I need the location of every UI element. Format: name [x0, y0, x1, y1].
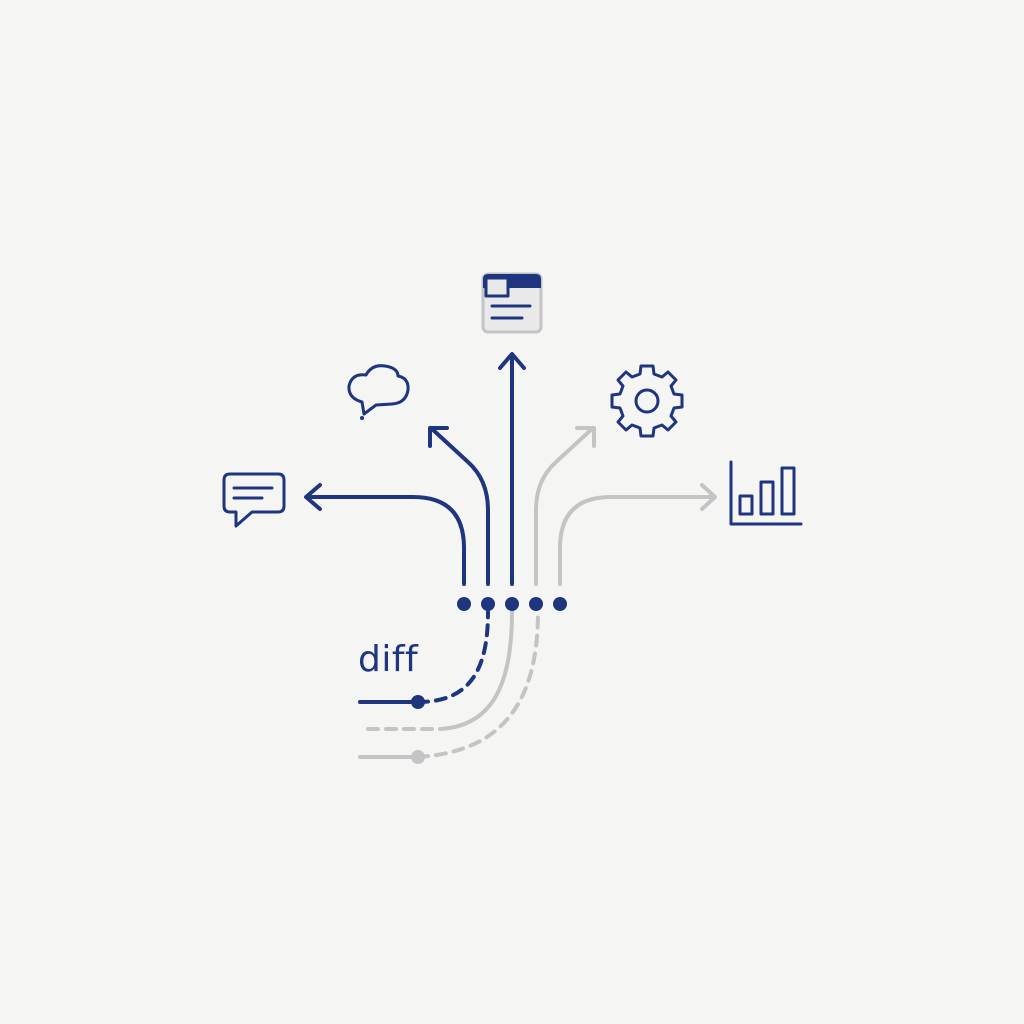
document-window-icon: [481, 272, 543, 334]
incoming-lines: [358, 610, 540, 759]
branch-upper-left: [428, 426, 490, 586]
incoming-curve-solid-middle: [438, 610, 514, 731]
branch-right: [558, 483, 717, 586]
incoming-line-node-bottom: [411, 750, 425, 764]
chat-message-icon: [222, 472, 286, 528]
arrowhead-upper-left: [428, 426, 449, 448]
junction-dots: [457, 597, 567, 611]
junction-dot: [457, 597, 471, 611]
incoming-curve-dashed-bottom: [416, 610, 540, 759]
incoming-line-node-top: [411, 695, 425, 709]
arrowhead-upper-right: [575, 426, 596, 448]
branch-upper-right: [534, 426, 596, 586]
junction-dot: [529, 597, 543, 611]
junction-dot: [553, 597, 567, 611]
branch-left: [304, 483, 466, 586]
diff-label: diff: [358, 639, 419, 680]
arrowhead-right: [700, 483, 717, 511]
incoming-curve-dashed-top: [416, 610, 490, 704]
arrowhead-up: [498, 352, 526, 370]
arrowhead-left: [304, 483, 322, 511]
junction-dot: [505, 597, 519, 611]
gear-icon: [610, 364, 684, 438]
junction-dot: [481, 597, 495, 611]
branch-up: [498, 352, 526, 586]
thought-cloud-icon: [347, 364, 410, 420]
bar-chart-icon: [729, 460, 803, 526]
